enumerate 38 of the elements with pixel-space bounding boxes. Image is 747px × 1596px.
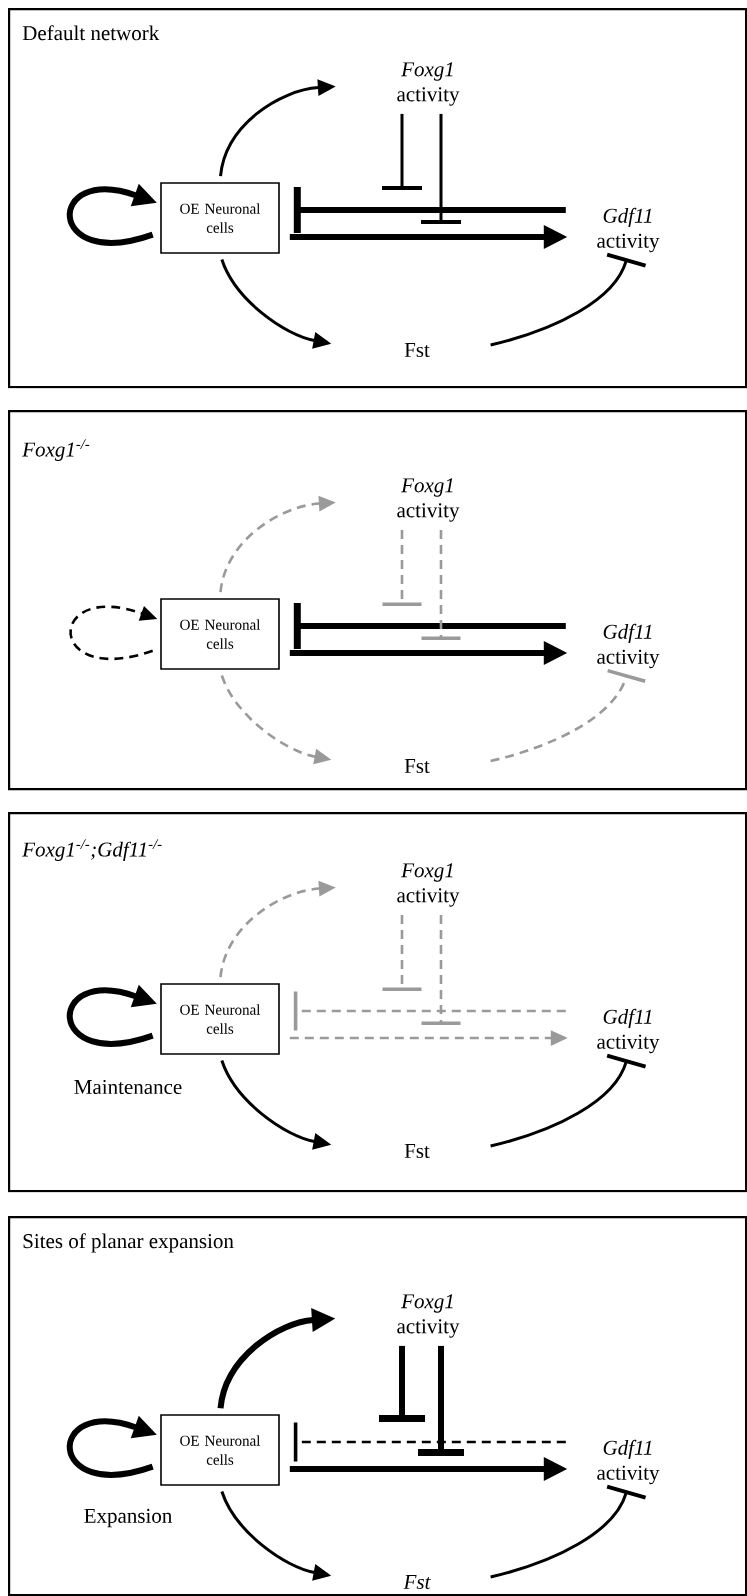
panel-title: Sites of planar expansion xyxy=(23,1233,234,1253)
panel-title: Foxg1$^{-/-}$;Gdf11$^{-/-}$ xyxy=(22,839,162,861)
inhibition-line xyxy=(293,603,566,649)
inhibition-line xyxy=(418,1345,464,1456)
inhibition-line xyxy=(293,1422,566,1462)
panel-frame xyxy=(8,8,747,389)
inhibition-line xyxy=(421,113,461,224)
inhibition-line xyxy=(382,113,422,190)
gene-label: Gdf11 activity xyxy=(597,1008,660,1054)
cell-box: OE Neuronal cells xyxy=(160,983,280,1055)
inhibition-line xyxy=(293,991,566,1031)
side-label: Expansion xyxy=(84,1508,172,1528)
gene-label: Foxg1 activity xyxy=(397,1294,460,1338)
inhibition-line xyxy=(421,529,461,640)
gene-label: Foxg1 activity xyxy=(397,863,460,907)
panel-frame xyxy=(8,1216,747,1596)
gene-label: Fst xyxy=(404,1144,430,1158)
cell-box: OE Neuronal cells xyxy=(160,598,280,670)
panel-frame xyxy=(8,410,747,791)
gene-label: Fst xyxy=(404,343,430,357)
gene-label: Fst xyxy=(403,1575,431,1589)
gene-label: Gdf11 activity xyxy=(597,207,660,253)
gene-label: Fst xyxy=(404,759,430,773)
gene-label: Gdf11 activity xyxy=(597,623,660,669)
inhibition-line xyxy=(293,187,566,233)
panel-title: Default network xyxy=(22,25,160,41)
gene-label: Foxg1 activity xyxy=(397,478,460,522)
gene-label: Gdf11 activity xyxy=(597,1439,660,1485)
inhibition-line xyxy=(421,914,461,1025)
panel-title: Foxg1$^{-/-}$ xyxy=(22,439,90,461)
inhibition-line xyxy=(382,914,422,991)
cell-box: OE Neuronal cells xyxy=(160,1414,280,1486)
side-label: Maintenance xyxy=(74,1079,182,1095)
inhibition-line xyxy=(382,529,422,606)
gene-label: Foxg1 activity xyxy=(397,62,460,106)
panel-frame xyxy=(8,812,747,1193)
cell-box: OE Neuronal cells xyxy=(160,182,280,254)
inhibition-line xyxy=(379,1345,425,1422)
